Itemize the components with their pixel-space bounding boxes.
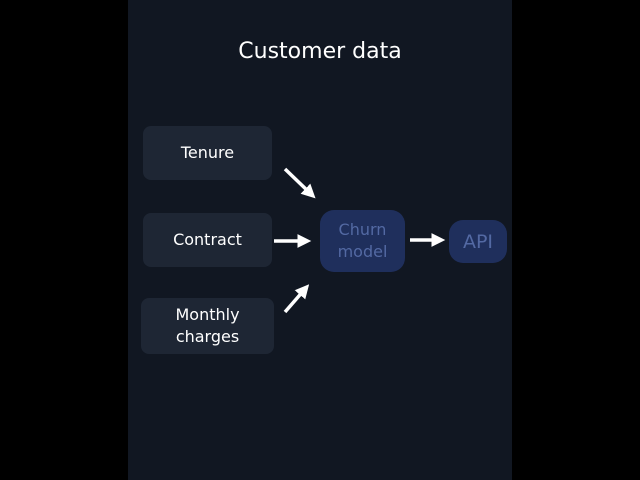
node-contract-label: Contract [173, 230, 242, 249]
node-monthly-charges: Monthly charges [141, 298, 274, 354]
diagram-title: Customer data [238, 39, 402, 64]
node-churn-label-line1: Churn [338, 220, 387, 239]
node-monthly-label-line2: charges [175, 327, 240, 346]
node-churn-model: Churn model [320, 210, 405, 272]
node-tenure: Tenure [143, 126, 272, 180]
node-contract: Contract [143, 213, 272, 267]
node-api: API [449, 220, 507, 263]
arrow-tenure-to-churn [283, 167, 316, 199]
node-api-label: API [462, 230, 494, 253]
node-monthly-label-line1: Monthly [175, 305, 240, 324]
node-churn-label-line2: model [337, 242, 388, 261]
arrow-monthly-to-churn [283, 284, 310, 314]
node-tenure-label: Tenure [180, 143, 235, 162]
